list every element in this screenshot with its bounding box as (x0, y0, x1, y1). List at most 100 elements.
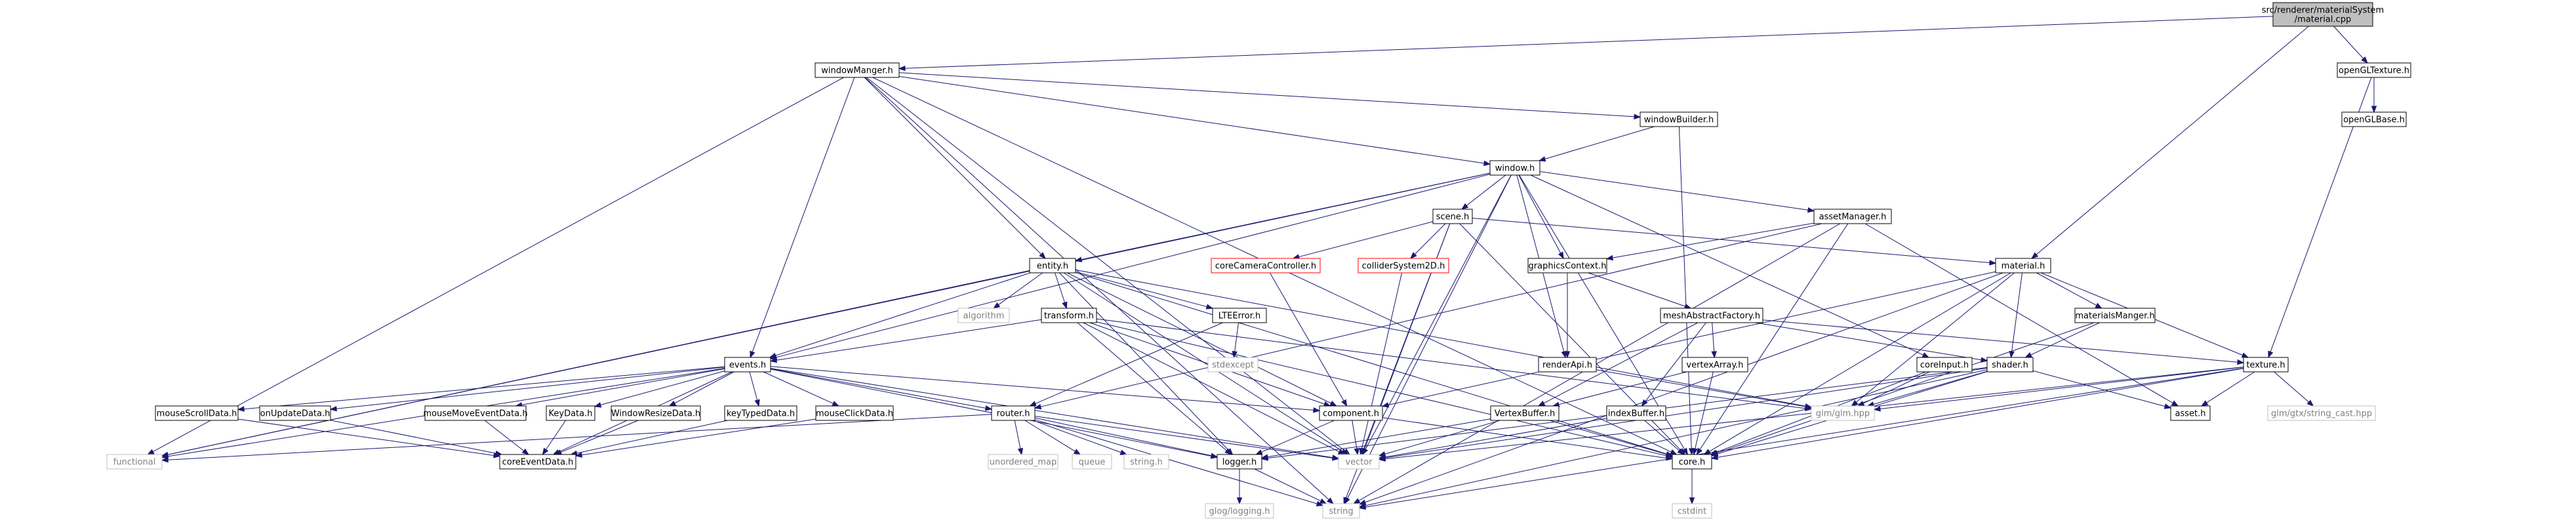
node-indexbuffer[interactable]: indexBuffer.h (1606, 405, 1666, 421)
node-logger[interactable]: logger.h (1217, 454, 1262, 470)
node-label: assetManager.h (1819, 212, 1887, 222)
node-events[interactable]: events.h (724, 357, 771, 373)
node-router[interactable]: router.h (991, 405, 1036, 421)
node-label: vector (1345, 458, 1373, 468)
node-texture[interactable]: texture.h (2243, 357, 2289, 373)
node-collidersystem2d[interactable]: colliderSystem2D.h (1358, 258, 1449, 273)
node-functional: functional (106, 454, 163, 470)
node-label: cstdint (1678, 507, 1706, 517)
edge-assetmanager-to-router (1034, 223, 1822, 410)
node-coreeventdata[interactable]: coreEventData.h (499, 454, 576, 470)
node-windowresizedata[interactable]: WindowResizeData.h (611, 405, 701, 421)
node-meshabstractfactory[interactable]: meshAbstractFactory.h (1660, 308, 1763, 323)
edge-texture-to-string (1358, 367, 2244, 510)
edge-assetmanager-to-core (1696, 223, 1849, 456)
edge-arrowhead (237, 406, 245, 412)
node-material[interactable]: material.h (1995, 258, 2051, 273)
node-label: material.h (2002, 262, 2045, 272)
node-mousemoveeventdata[interactable]: mouseMoveEventData.h (423, 405, 528, 421)
node-box (1207, 357, 1258, 373)
edge-arrowhead (1807, 207, 1815, 213)
edge-arrowhead (1313, 407, 1321, 413)
edge-line (1382, 417, 1667, 458)
node-entity[interactable]: entity.h (1029, 258, 1076, 273)
edge-line (1709, 272, 2011, 452)
edge-arrowhead (147, 449, 155, 455)
node-box (1916, 357, 1973, 373)
node-scene[interactable]: scene.h (1432, 209, 1473, 224)
edge-entity-to-vector (1063, 272, 1348, 455)
edge-line (1361, 272, 1402, 449)
node-vertexarray[interactable]: vertexArray.h (1681, 357, 1748, 373)
edge-line (1873, 371, 1988, 405)
edge-arrowhead (1029, 401, 1037, 407)
node-box (1672, 503, 1712, 519)
node-window[interactable]: window.h (1489, 160, 1540, 176)
node-mouseclickdata[interactable]: mouseClickData.h (815, 405, 894, 421)
edge-line (237, 418, 494, 456)
node-queue: queue (1072, 454, 1112, 470)
node-mousescrolldata[interactable]: mouseScrollData.h (155, 405, 239, 421)
node-label: coreInput.h (1920, 361, 1969, 371)
edge-line (2032, 370, 2165, 407)
edge-arrowhead (1670, 449, 1678, 455)
edge-meshabstractfactory-to-indexbuffer (1641, 322, 1706, 407)
edge-vertexbuffer-to-core (1549, 420, 1674, 457)
node-box (815, 62, 900, 78)
node-box (1811, 405, 1875, 421)
node-label: VertexBuffer.h (1495, 409, 1555, 419)
node-label: unordered_map (990, 458, 1057, 468)
edge-line (1075, 271, 1207, 308)
edge-events-to-mouseclickdata (763, 371, 840, 407)
edge-arrowhead (1073, 449, 1081, 455)
node-assetmanager[interactable]: assetManager.h (1813, 209, 1892, 224)
edge-line (998, 272, 1043, 306)
edge-line (770, 368, 1333, 458)
edge-materialsmanger-to-shader (2024, 322, 2100, 358)
node-box (1029, 258, 1076, 273)
node-vertexbuffer[interactable]: VertexBuffer.h (1490, 405, 1560, 421)
edge-arrowhead (2241, 352, 2249, 358)
node-component[interactable]: component.h (1319, 405, 1383, 421)
edge-arrowhead (1689, 497, 1695, 505)
edge-root-to-opengltexture (2333, 26, 2368, 64)
node-transform[interactable]: transform.h (1041, 308, 1097, 323)
node-core[interactable]: core.h (1672, 454, 1712, 470)
node-renderapi[interactable]: renderApi.h (1538, 357, 1597, 373)
node-corecameracontroller[interactable]: coreCameraController.h (1211, 258, 1321, 273)
node-openglbase[interactable]: openGLBase.h (2341, 111, 2407, 127)
node-root[interactable]: src/renderer/materialSystem/material.cpp (2262, 2, 2384, 27)
node-box (724, 357, 771, 373)
node-coreinput[interactable]: coreInput.h (1916, 357, 1973, 373)
edge-material-to-shader (2009, 272, 2023, 359)
edge-line (864, 77, 1329, 500)
edge-line (1024, 420, 1076, 452)
edge-shader-to-glm (1866, 371, 1988, 407)
edge-line (167, 414, 992, 460)
edge-router-to-unordered-map (1014, 420, 1024, 456)
node-opengltexture[interactable]: openGLTexture.h (2337, 62, 2411, 78)
edge-line (1717, 368, 2244, 458)
edge-line (1472, 218, 1990, 264)
edge-line (1059, 272, 1229, 451)
node-windowmanger[interactable]: windowManger.h (815, 62, 900, 78)
edge-arrowhead (832, 401, 840, 407)
node-windowbuilder[interactable]: windowBuilder.h (1640, 111, 1718, 127)
edge-arrowhead (1354, 447, 1359, 456)
edge-line (576, 420, 728, 454)
node-keydata[interactable]: KeyData.h (546, 405, 595, 421)
edge-events-to-component (770, 366, 1321, 413)
edge-line (1466, 174, 1506, 206)
node-lteerror[interactable]: LTEError.h (1212, 308, 1267, 323)
node-label: logger.h (1222, 458, 1257, 468)
node-shader[interactable]: shader.h (1986, 357, 2034, 373)
edge-line (1365, 174, 1512, 450)
node-onupdatedata[interactable]: onUpdateData.h (259, 405, 331, 421)
node-label: mouseMoveEventData.h (423, 409, 527, 419)
node-asset[interactable]: asset.h (2170, 405, 2211, 421)
node-materialsmanger[interactable]: materialsManger.h (2074, 308, 2156, 323)
node-glm: glm/glm.hpp (1811, 405, 1875, 421)
node-keytypeddata[interactable]: keyTypedData.h (724, 405, 797, 421)
edge-line (1035, 322, 1223, 404)
node-graphicscontext[interactable]: graphicsContext.h (1527, 258, 1607, 273)
